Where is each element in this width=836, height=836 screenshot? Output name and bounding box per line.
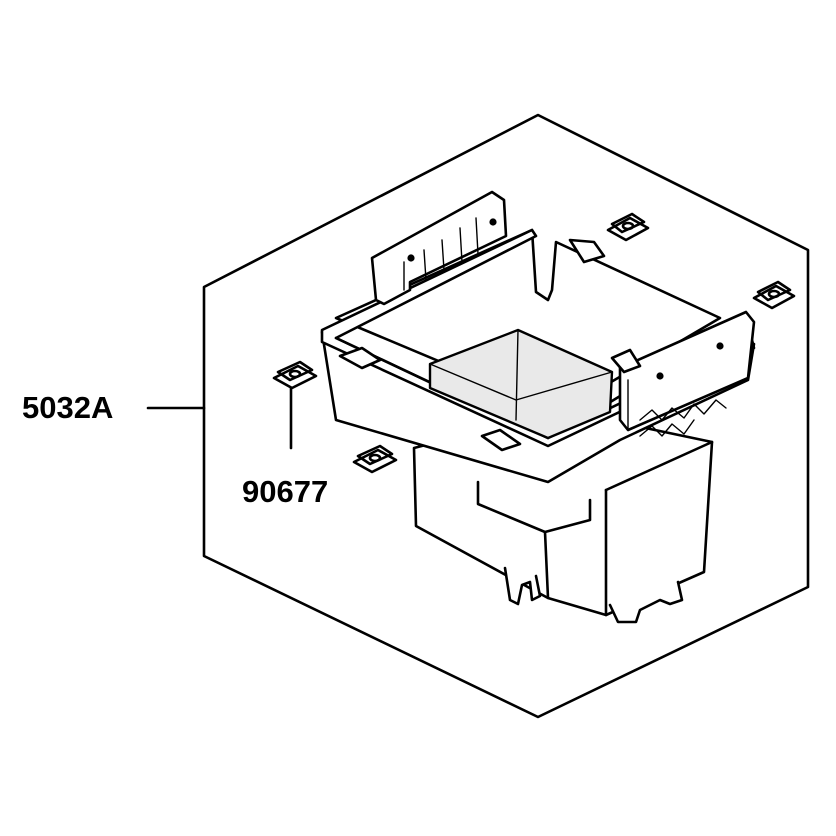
- box-assembly: [320, 190, 756, 624]
- assembly-frame: [202, 113, 810, 719]
- clip-nut: [272, 360, 318, 390]
- rim-tab-back: [568, 238, 606, 264]
- side-bracket: [618, 310, 756, 432]
- callout-clip-nut: 90677: [242, 474, 329, 509]
- clip-nut: [352, 444, 398, 474]
- rim-tab-front: [480, 428, 522, 452]
- callout-main-assembly: 5032A: [22, 390, 114, 425]
- clip-nut: [752, 280, 796, 310]
- rim-tab-corner: [610, 348, 642, 374]
- rear-bracket: [370, 190, 508, 306]
- box-foot-left: [503, 566, 542, 606]
- box-foot-right: [608, 580, 684, 624]
- rim-tab-left: [338, 346, 382, 370]
- clip-nut: [606, 212, 650, 242]
